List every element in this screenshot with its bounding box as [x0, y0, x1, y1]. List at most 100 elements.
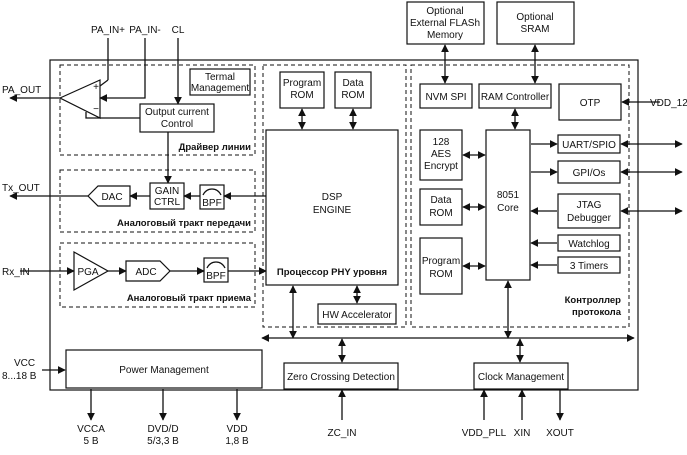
zero-crossing-box — [283, 362, 399, 390]
pin-pa-in-minus: PA_IN- — [129, 25, 161, 36]
termal-label-1: Termal — [205, 72, 235, 83]
jtag-box — [557, 193, 621, 229]
ctrl-data-rom-label-1: Data — [430, 195, 452, 206]
core-label-2: Core — [497, 203, 519, 214]
pin-vcc-2: 8...18 В — [2, 371, 37, 382]
clock-management-box — [473, 362, 569, 390]
adc-block — [125, 260, 171, 282]
opamp-plus: + — [93, 82, 99, 93]
ctrl-program-rom-label-2: ROM — [429, 269, 452, 280]
pin-xin: XIN — [514, 428, 531, 439]
uart-label: UART/SPIO — [562, 140, 616, 151]
wire-pa-in-minus — [99, 38, 146, 102]
external-flash-label-3: Memory — [427, 30, 463, 41]
ram-controller-label: RAM Controller — [481, 92, 550, 103]
ctrl-program-rom-label-1: Program — [422, 256, 460, 267]
phy-data-rom-box — [334, 71, 372, 109]
pin-pa-out: PA_OUT — [2, 85, 41, 96]
watchlog-box — [557, 234, 621, 252]
tx-bpf-curve — [202, 188, 222, 196]
phy-program-rom-label-2: ROM — [290, 90, 313, 101]
output-current-label-2: Control — [161, 119, 193, 130]
tx-path-caption: Аналоговый тракт передачи — [117, 218, 251, 229]
timers-label: 3 Timers — [570, 261, 608, 272]
controller-caption-2: протокола — [572, 307, 622, 318]
aes-label-3: Encrypt — [424, 161, 458, 172]
zero-crossing-label: Zero Crossing Detection — [287, 372, 395, 383]
hw-accelerator-label: HW Accelerator — [322, 310, 392, 321]
controller-group — [410, 64, 630, 328]
uart-box — [557, 134, 621, 154]
power-management-box — [65, 349, 263, 389]
ctrl-program-rom-box — [419, 237, 463, 295]
dsp-label-1: DSP — [322, 192, 343, 203]
external-sram-box — [496, 1, 575, 45]
hw-accelerator-box — [317, 303, 397, 325]
external-sram-label-1: Optional — [516, 12, 553, 23]
pin-vcca-1: VCCA — [77, 424, 105, 435]
dsp-engine-box — [265, 129, 399, 286]
gain-label-1: GAIN — [155, 186, 179, 197]
watchlog-label: Watchlog — [568, 239, 609, 250]
core-label-1: 8051 — [497, 190, 520, 201]
aes-label-2: AES — [431, 149, 451, 160]
timers-box — [557, 256, 621, 274]
pin-vdd-1: VDD — [226, 424, 247, 435]
ctrl-data-rom-label-2: ROM — [429, 208, 452, 219]
rx-bpf-curve — [206, 261, 226, 269]
controller-caption-1: Контроллер — [565, 295, 622, 306]
termal-label-2: Management — [191, 83, 250, 94]
pin-pa-in-plus: PA_IN+ — [91, 25, 125, 36]
jtag-label-2: Debugger — [567, 213, 612, 224]
ram-controller-box — [478, 83, 552, 109]
dac-label: DAC — [101, 192, 122, 203]
tx-path-group — [59, 169, 256, 233]
nvm-spi-label: NVM SPI — [425, 92, 466, 103]
external-flash-box — [406, 1, 485, 45]
clock-management-label: Clock Management — [478, 372, 564, 383]
external-flash-label-1: Optional — [426, 6, 463, 17]
pin-vdd-12: VDD_12 — [650, 98, 687, 109]
gpio-box — [557, 160, 621, 184]
rx-bpf-label: BPF — [206, 271, 225, 282]
phy-data-rom-label-1: Data — [342, 78, 364, 89]
jtag-label-1: JTAG — [577, 200, 602, 211]
rx-path-group — [59, 242, 256, 308]
line-driver-group — [59, 64, 256, 156]
output-current-label-1: Output current — [145, 107, 209, 118]
pga-label: PGA — [77, 267, 98, 278]
rx-path-caption: Аналоговый тракт приема — [127, 293, 252, 304]
aes-label-1: 128 — [433, 137, 450, 148]
external-flash-label-2: External FLASh — [410, 18, 480, 29]
pin-vdd-2: 1,8 В — [225, 436, 249, 447]
aes-box — [419, 129, 463, 181]
core-8051-box — [485, 129, 531, 281]
adc-label: ADC — [135, 267, 156, 278]
pin-cl: CL — [172, 25, 185, 36]
pin-vcc-1: VCC — [14, 358, 35, 369]
pin-rx-in: Rx_IN — [2, 267, 30, 278]
phy-data-rom-label-2: ROM — [341, 90, 364, 101]
power-management-label: Power Management — [119, 365, 209, 376]
pin-xout: XOUT — [546, 428, 574, 439]
pin-vcca-2: 5 В — [83, 436, 98, 447]
nvm-spi-box — [419, 83, 473, 109]
phy-program-rom-box — [279, 71, 325, 109]
pin-dvd-1: DVD/D — [147, 424, 178, 435]
pin-dvd-2: 5/3,3 В — [147, 436, 179, 447]
ctrl-data-rom-box — [419, 188, 463, 226]
pin-tx-out: Tx_OUT — [2, 183, 40, 194]
wire-pa-in-plus-2 — [99, 79, 109, 87]
pin-zc-in: ZC_IN — [328, 428, 357, 439]
phy-program-rom-label-1: Program — [283, 78, 321, 89]
tx-bpf-label: BPF — [202, 198, 221, 209]
gain-label-2: CTRL — [154, 197, 181, 208]
wire-opamp-to-occ — [85, 112, 140, 119]
external-sram-label-2: SRAM — [521, 24, 550, 35]
otp-label: OTP — [580, 98, 601, 109]
phy-caption: Процессор PHY уровня — [277, 267, 387, 278]
gpio-label: GPI/Os — [573, 168, 606, 179]
pin-vdd-pll: VDD_PLL — [462, 428, 507, 439]
opamp-minus: − — [93, 104, 99, 115]
